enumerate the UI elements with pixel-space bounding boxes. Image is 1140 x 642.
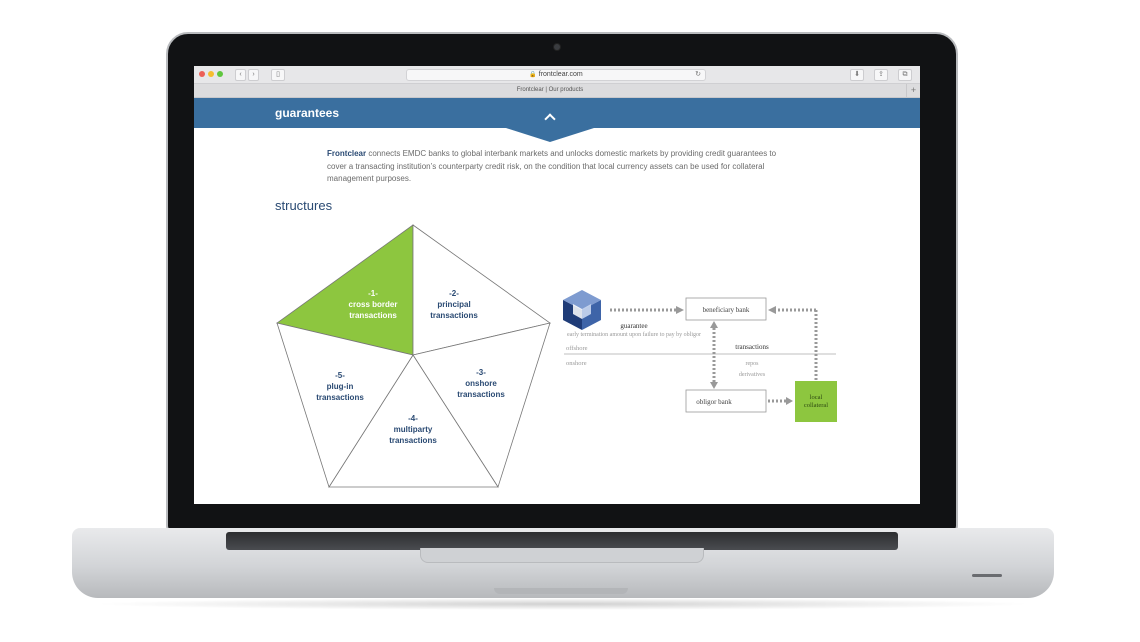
banner-title: guarantees [275,106,340,120]
guarantee-label: guarantee [620,322,647,330]
intro-paragraph: Frontclear connects EMDC banks to global… [327,148,797,186]
offshore-label: offshore [566,345,588,352]
guarantee-note: early termination amount upon failure to… [567,331,701,338]
beneficiary-bank-box [685,297,767,321]
beneficiary-bank-label: beneficiary bank [703,306,750,314]
collapse-tab[interactable] [506,128,594,142]
onshore-label: onshore [566,360,587,367]
segment-4-label-2: transactions [389,436,437,445]
repos-label: repos [746,361,760,367]
segment-2-label: principal [437,300,470,309]
frontclear-logo-icon [563,290,601,330]
segment-5-label: plug-in [327,382,354,391]
address-bar[interactable]: 🔒frontclear.com ↻ [406,69,706,81]
section-banner: guarantees [194,98,920,128]
keyboard [226,532,898,550]
lock-icon: 🔒 [529,72,537,78]
share-icon[interactable]: ⇪ [874,69,888,81]
tab-title[interactable]: Frontclear | Our products [516,87,584,93]
lid-opening-notch [494,588,628,594]
tab-bar: Frontclear | Our products + [194,84,920,98]
minimize-window-button[interactable] [208,71,214,77]
brand-name: Frontclear [327,149,367,158]
obligor-bank-box [685,389,767,413]
segment-plug-in[interactable] [276,322,414,488]
browser-toolbar: ‹ › ▯ 🔒frontclear.com ↻ ⬇ ⇪ ⧉ [194,66,920,84]
local-collateral-label-2: collateral [804,402,828,409]
segment-4-number: -4- [408,414,418,423]
segment-5-number: -5- [335,371,345,380]
new-tab-button[interactable]: + [906,84,920,97]
intro-text: connects EMDC banks to global interbank … [327,149,777,183]
structures-title: structures [275,198,333,213]
forward-icon[interactable]: › [248,69,259,81]
screen: ‹ › ▯ 🔒frontclear.com ↻ ⬇ ⇪ ⧉ Frontclear… [194,66,920,504]
zoom-window-button[interactable] [217,71,223,77]
sleep-indicator [972,574,1002,577]
close-window-button[interactable] [199,71,205,77]
camera-icon [554,44,560,50]
local-collateral-label: local [810,394,823,401]
derivatives-label: derivatives [739,372,766,378]
segment-1-label: cross border [349,300,398,309]
transactions-label: transactions [735,343,769,351]
guarantee-flow-diagram: beneficiary bank guarantee early termina… [563,290,837,422]
laptop-shadow [90,598,1036,610]
local-collateral-box [795,381,837,422]
segment-5-label-2: transactions [316,393,364,402]
segment-2-label-2: transactions [430,311,478,320]
segment-3-label-2: transactions [457,390,505,399]
segment-4-label: multiparty [394,425,433,434]
download-icon[interactable]: ⬇ [850,69,864,81]
segment-1-label-2: transactions [349,311,397,320]
url-text: frontclear.com [538,71,583,78]
segment-2-number: -2- [449,289,459,298]
obligor-bank-label: obligor bank [696,398,732,406]
segment-3-number: -3- [476,368,486,377]
structures-pentagon: -1- cross border transactions -2- princi… [276,224,551,488]
segment-1-number: -1- [368,289,378,298]
sidebar-icon[interactable]: ▯ [271,69,285,81]
trackpad [420,548,704,563]
segment-3-label: onshore [465,379,497,388]
back-icon[interactable]: ‹ [235,69,246,81]
tabs-icon[interactable]: ⧉ [898,69,912,81]
reload-icon[interactable]: ↻ [695,71,701,78]
